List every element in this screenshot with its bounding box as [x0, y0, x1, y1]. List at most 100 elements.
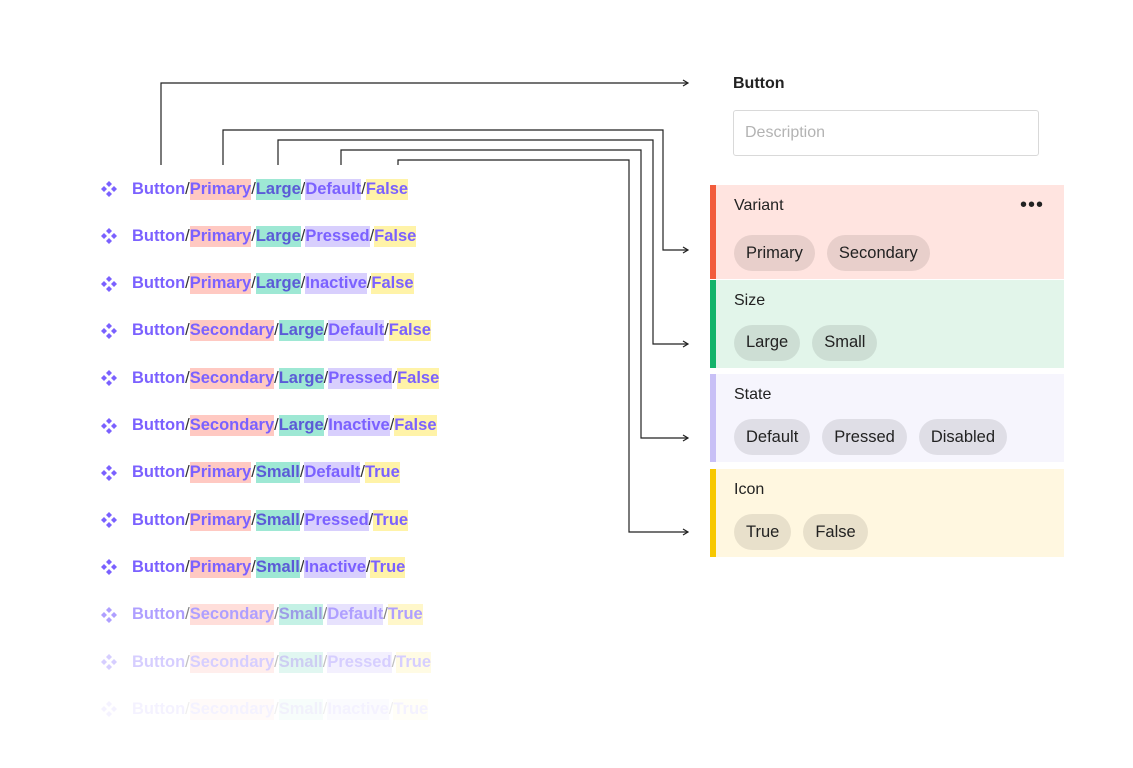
- path-separator: /: [322, 605, 328, 624]
- arrow-head-icon: [682, 434, 690, 442]
- property-values: Large Small: [734, 324, 878, 361]
- property-value-chip[interactable]: Small: [812, 324, 878, 361]
- path-separator: /: [369, 226, 375, 245]
- path-separator: /: [392, 368, 398, 387]
- component-icon: [100, 700, 118, 718]
- path-separator: /: [185, 368, 190, 387]
- component-icon: [100, 464, 118, 482]
- property-values: Primary Secondary: [734, 235, 930, 271]
- state-segment: Default: [304, 462, 361, 484]
- size-segment: Small: [278, 604, 323, 626]
- property-name: Size: [734, 291, 766, 309]
- size-segment: Small: [278, 698, 323, 720]
- connector-line: [222, 129, 688, 251]
- path-separator: /: [322, 699, 328, 718]
- arrow-head-icon: [682, 340, 690, 348]
- property-value-chip[interactable]: Pressed: [822, 419, 907, 456]
- component-name: Button: [132, 463, 186, 482]
- icon-segment: True: [370, 556, 406, 578]
- path-separator: /: [185, 274, 190, 293]
- component-name: Button: [132, 605, 186, 624]
- connector-line: [397, 159, 688, 533]
- connector-line: [160, 82, 688, 165]
- variant-row[interactable]: Button/Secondary/Small/Pressed/True: [100, 651, 432, 673]
- variant-segment: Primary: [189, 462, 252, 484]
- variant-row[interactable]: Button/Secondary/Large/Default/False: [100, 320, 431, 342]
- property-values: Default Pressed Disabled: [734, 419, 1008, 456]
- path-separator: /: [361, 179, 366, 198]
- variant-segment: Secondary: [189, 651, 275, 673]
- icon-segment: True: [373, 509, 409, 531]
- property-value-chip[interactable]: False: [803, 514, 868, 551]
- component-name: Button: [132, 699, 186, 718]
- connector-line: [277, 139, 688, 345]
- property-value-chip[interactable]: Primary: [734, 235, 815, 271]
- size-segment: Large: [278, 320, 324, 342]
- path-separator: /: [251, 226, 256, 245]
- path-separator: /: [251, 179, 256, 198]
- property-value-chip[interactable]: Disabled: [918, 419, 1008, 456]
- state-segment: Pressed: [328, 367, 393, 389]
- path-separator: /: [389, 416, 395, 434]
- path-separator: /: [388, 699, 394, 718]
- property-value-chip[interactable]: Default: [734, 419, 811, 456]
- component-icon: [100, 653, 118, 671]
- arrow-head-icon: [682, 79, 690, 87]
- component-name: Button: [132, 557, 186, 576]
- variant-row[interactable]: Button/Secondary/Small/Default/True: [100, 604, 423, 626]
- property-name: State: [734, 386, 772, 404]
- variant-row[interactable]: Button/Primary/Small/Default/True: [100, 462, 400, 484]
- variant-segment: Primary: [189, 556, 252, 578]
- property-name: Variant: [734, 197, 784, 214]
- path-separator: /: [185, 605, 190, 624]
- path-separator: /: [365, 557, 371, 576]
- path-separator: /: [185, 699, 190, 718]
- variant-row[interactable]: Button/Primary/Small/Pressed/True: [100, 509, 409, 531]
- state-segment: Pressed: [305, 225, 370, 247]
- icon-segment: True: [364, 462, 400, 484]
- path-separator: /: [274, 321, 279, 340]
- variant-segment: Primary: [189, 273, 252, 295]
- state-segment: Pressed: [327, 651, 392, 673]
- property-card-variant: Variant ••• Primary Secondary: [710, 185, 1064, 279]
- property-value-chip[interactable]: Large: [734, 324, 801, 361]
- component-name: Button: [132, 226, 186, 245]
- component-icon: [100, 369, 118, 387]
- component-icon: [100, 511, 118, 529]
- state-segment: Inactive: [305, 273, 367, 295]
- state-segment: Default: [327, 604, 384, 626]
- component-name: Button: [132, 321, 186, 340]
- state-segment: Inactive: [328, 415, 390, 436]
- variant-row[interactable]: Button/Primary/Large/Pressed/False: [100, 225, 417, 247]
- path-separator: /: [383, 605, 388, 624]
- path-separator: /: [274, 368, 279, 387]
- path-separator: /: [299, 557, 305, 576]
- property-value-chip[interactable]: Secondary: [826, 235, 930, 271]
- path-separator: /: [251, 510, 256, 529]
- path-separator: /: [185, 652, 190, 671]
- component-icon: [100, 227, 118, 245]
- variant-segment: Primary: [189, 225, 252, 247]
- path-separator: /: [251, 463, 256, 482]
- variant-row[interactable]: Button/Primary/Small/Inactive/True: [100, 556, 406, 578]
- state-segment: Pressed: [304, 509, 369, 531]
- size-segment: Large: [278, 415, 324, 436]
- variant-row[interactable]: Button/Secondary/Small/Inactive/True: [100, 698, 429, 720]
- component-name: Button: [132, 368, 186, 387]
- icon-segment: True: [396, 651, 432, 673]
- path-separator: /: [299, 510, 305, 529]
- variant-segment: Primary: [189, 178, 252, 200]
- property-value-chip[interactable]: True: [734, 514, 792, 551]
- variant-row[interactable]: Button/Secondary/Large/Pressed/False: [100, 367, 440, 389]
- variant-row[interactable]: Button/Primary/Large/Inactive/False: [100, 273, 414, 295]
- variant-row[interactable]: Button/Secondary/Large/Inactive/False: [100, 415, 437, 437]
- size-segment: Small: [255, 509, 300, 531]
- description-input[interactable]: [733, 110, 1039, 156]
- more-horizontal-icon[interactable]: •••: [1019, 194, 1044, 216]
- path-separator: /: [384, 321, 389, 340]
- variant-row[interactable]: Button/Primary/Large/Default/False: [100, 178, 409, 200]
- icon-segment: False: [374, 225, 417, 247]
- component-icon: [100, 275, 118, 293]
